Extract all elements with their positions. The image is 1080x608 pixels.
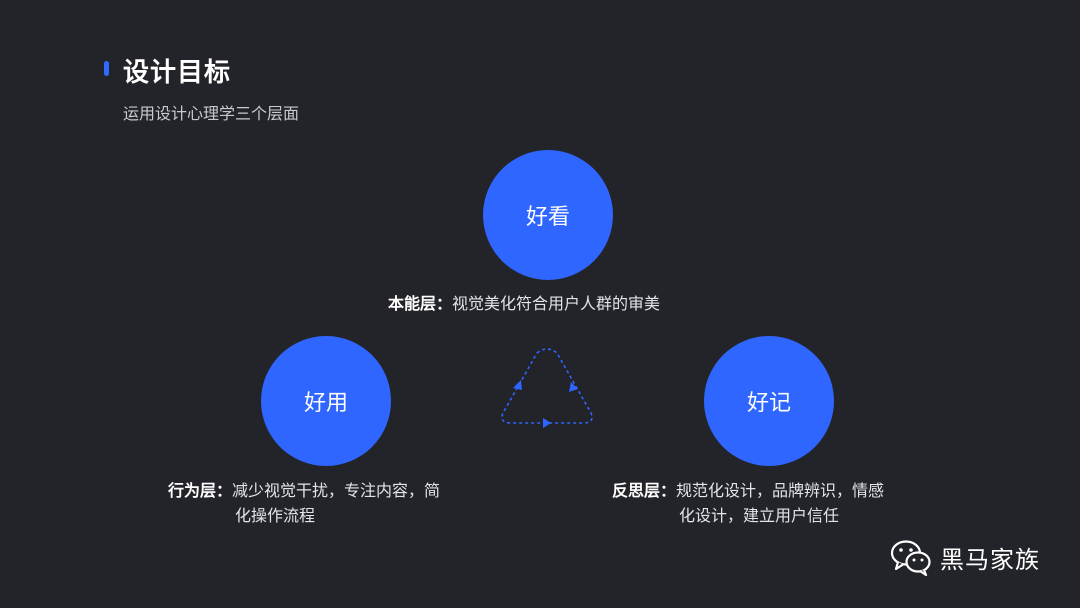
circle-good-looking: 好看 [483,150,613,280]
layer-description-line1: 规范化设计，品牌辨识，情感 [676,481,885,500]
cycle-dashed-path [501,348,593,424]
circle-memorable: 好记 [704,336,834,466]
layer-description-line1: 减少视觉干扰，专注内容，简 [232,481,441,500]
arrow-right-icon [569,382,578,392]
circle-label: 好记 [746,391,791,416]
layer-label: 反思层： [612,481,677,500]
brand-name: 黑马家族 [940,545,1040,574]
cycle-triangle-arrows [501,348,593,428]
layer-description-line2: 化操作流程 [235,506,316,525]
description-behavior-layer: 行为层：减少视觉干扰，专注内容，简 化操作流程 [168,478,440,528]
layer-label: 行为层： [168,481,233,500]
circle-easy-to-use: 好用 [261,336,391,466]
circle-label: 好看 [525,205,570,230]
layer-description-line2: 化设计，建立用户信任 [679,506,840,525]
description-instinct-layer: 本能层：视觉美化符合用户人群的审美 [388,291,660,316]
description-reflective-layer: 反思层：规范化设计，品牌辨识，情感 化设计，建立用户信任 [612,478,884,528]
circle-label: 好用 [303,391,348,416]
brand-watermark: 黑马家族 [890,538,1040,576]
arrow-bottom-icon [543,418,551,428]
title-accent-bar [104,61,109,76]
page-title: 设计目标 [123,58,232,88]
layer-description: 视觉美化符合用户人群的审美 [452,294,661,313]
page-subtitle: 运用设计心理学三个层面 [123,104,300,123]
arrow-left-icon [513,380,522,390]
wechat-icon [890,540,931,576]
layer-label: 本能层： [388,294,453,313]
